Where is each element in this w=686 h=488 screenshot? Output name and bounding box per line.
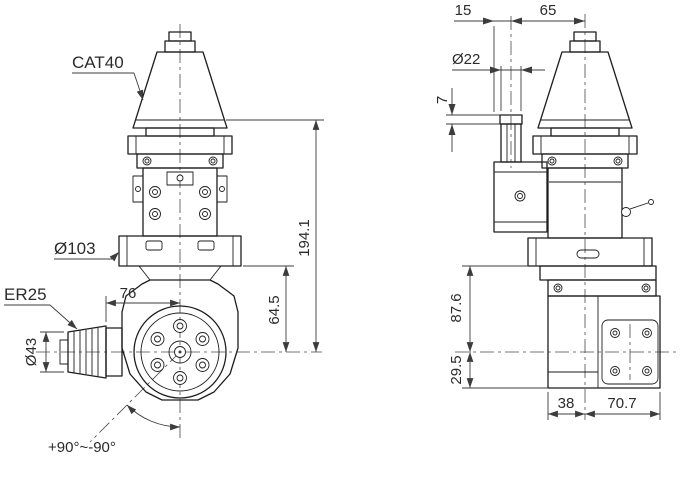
- dim-flange-to-spindle: 87.6: [448, 265, 528, 352]
- dim38-text: 38: [558, 395, 575, 412]
- label-cat40: CAT40: [72, 53, 144, 101]
- input-body-front: [132, 153, 228, 237]
- swivel-range-text: +90°~-90°: [48, 439, 116, 456]
- dim65-text: 65: [540, 2, 557, 19]
- dim64-5-text: 64.5: [266, 295, 283, 324]
- dim-gauge-to-center: 194.1: [226, 119, 324, 352]
- output-face-side: [601, 319, 659, 385]
- dia22-text: Ø22: [452, 51, 480, 68]
- v-flange-side: [532, 127, 638, 155]
- cat40-taper-front: [132, 31, 228, 129]
- dim-bottom-row: 38 70.7: [547, 392, 661, 420]
- dim29-5-text: 29.5: [448, 355, 465, 384]
- label-er25: ER25: [4, 285, 78, 330]
- dim-center-to-nose: 76: [105, 285, 180, 322]
- swivel-head-front: [121, 279, 239, 401]
- dim15-text: 15: [455, 2, 472, 19]
- cat40-text: CAT40: [72, 53, 124, 72]
- side-view: 15 65 Ø22 7 87.6: [434, 2, 676, 420]
- dia43-text: Ø43: [23, 338, 40, 366]
- swivel-45deg-centerline: [89, 351, 181, 443]
- er25-collet-front: [59, 325, 123, 379]
- input-body-side: [541, 153, 654, 239]
- label-flange-diameter: Ø103: [54, 239, 120, 262]
- dim-swivel-range: +90°~-90°: [48, 404, 181, 456]
- dim-spindle-to-bottom: 29.5: [448, 352, 548, 389]
- dim-flange-to-center: 64.5: [243, 265, 294, 352]
- dim76-text: 76: [120, 285, 137, 302]
- dim87-6-text: 87.6: [448, 293, 465, 322]
- dim7-text: 7: [434, 96, 451, 104]
- mount-flange-disc-side: [527, 237, 653, 267]
- swivel-head-side: [539, 265, 661, 389]
- spindle-face-bolts-front: [150, 319, 210, 385]
- dim70-7-text: 70.7: [607, 395, 636, 412]
- front-view: CAT40 Ø103 ER25 Ø43 76: [4, 24, 324, 456]
- mount-flange-disc-front: [118, 235, 242, 281]
- cat40-taper-side: [537, 31, 633, 129]
- dim-pin-diameter: Ø22: [452, 51, 545, 111]
- dim-pin-step: 7: [434, 88, 500, 152]
- er25-text: ER25: [4, 285, 47, 304]
- stop-block-side: [493, 114, 548, 233]
- dim194-1-text: 194.1: [296, 219, 313, 257]
- dia103-text: Ø103: [54, 239, 96, 258]
- dim-collet-diameter: Ø43: [23, 331, 64, 373]
